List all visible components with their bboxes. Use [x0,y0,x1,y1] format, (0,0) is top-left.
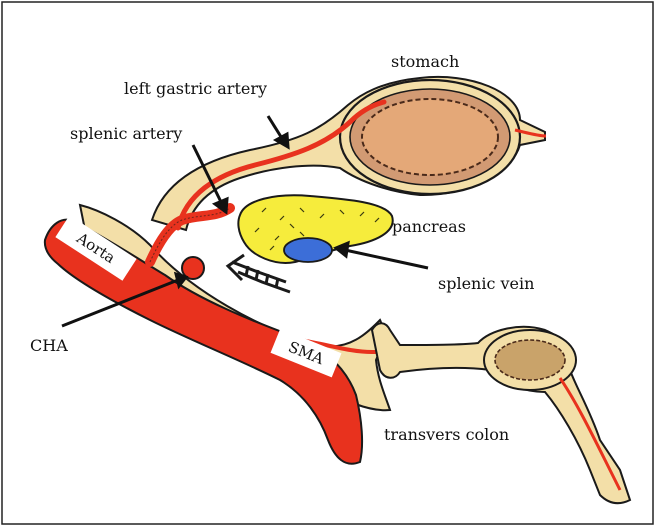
label-transvers-colon: transvers colon [384,425,509,444]
splenic-vein-shape [284,238,332,262]
colon-lumen [495,340,565,380]
splenic-vein-arrow [345,250,428,268]
label-pancreas: pancreas [392,217,466,236]
label-cha: CHA [30,336,68,355]
label-splenic-vein: splenic vein [438,274,534,293]
label-left-gastric-artery: left gastric artery [124,79,267,98]
label-splenic-artery: splenic artery [70,124,182,143]
stomach-lumen [362,99,498,175]
label-stomach: stomach [391,52,459,71]
